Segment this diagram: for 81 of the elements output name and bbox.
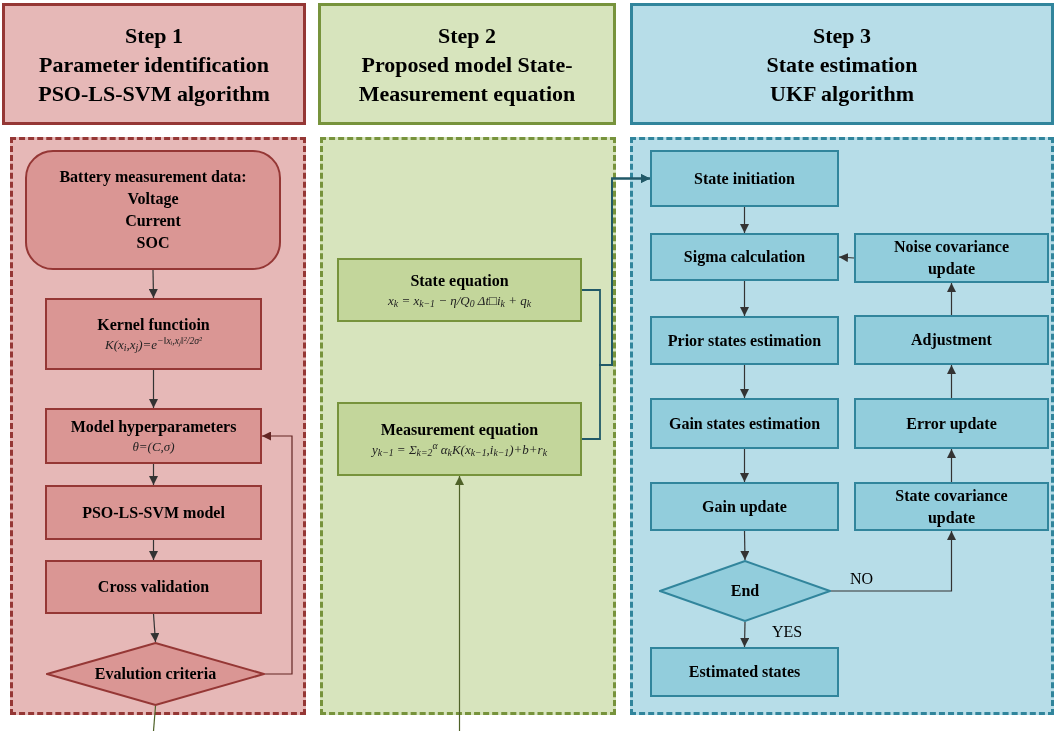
arrow	[455, 475, 464, 731]
step-number: Step 1	[124, 21, 184, 50]
arrow	[740, 280, 749, 317]
step-title: Proposed model State-	[361, 50, 573, 79]
data-item: Voltage	[127, 189, 179, 210]
process-box	[854, 482, 1049, 531]
formula: θ=(C,σ)	[132, 438, 175, 456]
step-number: Step 2	[437, 21, 497, 50]
process-box	[337, 402, 582, 476]
process-box	[45, 485, 262, 540]
arrow	[740, 206, 749, 234]
step-label: State covariance update	[894, 485, 1009, 529]
arrow	[740, 621, 750, 648]
step-label: PSO-LS-SVM model	[82, 502, 225, 523]
step-label: Evalution criteria	[94, 664, 217, 684]
formula: y$_{k−1}$ = Σ$_{k=2}$$^{α}$ α$_{k}$K(x$_{k−1}$,i$_{k−1}$)+b+r$_{k}$	[372, 441, 547, 459]
step-title: PSO-LS-SVM algorithm	[38, 79, 270, 108]
step-header	[630, 3, 1054, 125]
step-label: Gain update	[702, 496, 787, 518]
process-box	[650, 233, 839, 281]
step-header	[318, 3, 616, 125]
step-panel	[10, 137, 306, 715]
step-label: Prior states estimation	[667, 330, 822, 351]
step-header	[2, 3, 306, 125]
process-box	[854, 315, 1049, 365]
process-box	[650, 150, 839, 207]
process-box	[650, 316, 839, 365]
step-label: State equation	[410, 271, 509, 292]
step-label: Estimated states	[688, 662, 801, 682]
edge-label: YES	[771, 623, 804, 641]
step-label: Noise covariance update	[892, 237, 1011, 280]
arrow	[581, 174, 651, 440]
step-label: Model hyperparameters	[70, 417, 237, 438]
arrow	[149, 463, 158, 486]
formula: K(x$_{i}$,x$_{j}$)=e$^{−‖xᵢ,xⱼ‖²/2σ²}$	[104, 336, 203, 354]
process-box	[45, 560, 262, 614]
arrow	[261, 431, 293, 675]
step-panel	[630, 137, 1054, 715]
edge-label: NO	[849, 570, 875, 588]
step-title: Measurement equation	[358, 79, 576, 108]
step-label: End	[730, 581, 760, 601]
process-box	[854, 233, 1049, 283]
arrow	[149, 369, 158, 409]
process-box	[337, 258, 582, 322]
formula: x$_{k}$ = x$_{k−1}$ − η/Q$_{0}$ Δt□i$_{k}$ + q$_{k}$	[388, 292, 531, 310]
step-label: Cross validation	[97, 577, 210, 597]
arrow	[947, 282, 956, 316]
step-label: Battery measurement data:	[59, 167, 247, 188]
data-box	[25, 150, 281, 270]
arrow	[838, 253, 855, 263]
arrow	[149, 539, 158, 561]
step-title: State estimation	[766, 50, 918, 79]
process-box	[854, 398, 1049, 449]
step-label: Error update	[906, 413, 997, 435]
arrow	[830, 530, 956, 592]
data-item: Current	[125, 211, 181, 231]
step-panel	[320, 137, 616, 715]
arrow	[947, 364, 956, 399]
step-title: Parameter identification	[39, 50, 269, 79]
process-box	[45, 408, 262, 464]
decision-diamond	[659, 560, 831, 622]
step-label: State initiation	[694, 168, 795, 189]
process-box	[45, 298, 262, 370]
arrow	[740, 530, 750, 561]
arrow	[148, 269, 158, 299]
process-box	[650, 482, 839, 531]
arrow	[947, 448, 956, 483]
step-label: Sigma calculation	[683, 247, 806, 268]
step-label: Measurement equation	[380, 420, 539, 441]
step-number: Step 3	[812, 21, 872, 50]
process-box	[650, 647, 839, 697]
step-title: UKF algorithm	[770, 79, 914, 108]
step-label: Adjustment	[911, 330, 992, 351]
arrow	[150, 613, 160, 643]
arrow	[740, 364, 749, 399]
process-box	[650, 398, 839, 449]
step-label: Kernel functioin	[97, 315, 210, 335]
arrow	[740, 448, 749, 483]
step-label: Gain states estimation	[668, 413, 821, 434]
data-item: SOC	[136, 233, 170, 253]
decision-diamond	[46, 642, 265, 706]
